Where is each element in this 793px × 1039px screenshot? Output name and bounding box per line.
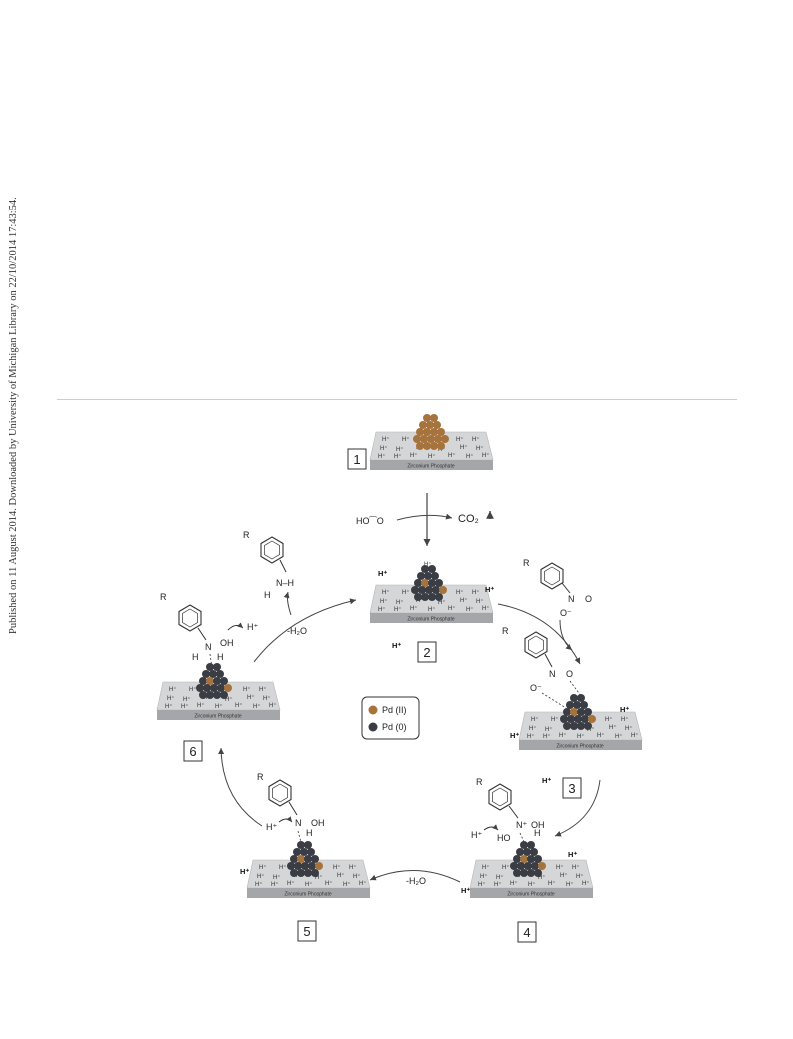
- arrow-product-out: [283, 591, 292, 616]
- stage-5-number: 5: [303, 924, 310, 939]
- svg-text:N–H: N–H: [276, 578, 294, 588]
- stage-4-number: 4: [523, 925, 530, 940]
- svg-text:O: O: [585, 594, 592, 604]
- stage-1-number: 1: [353, 452, 360, 467]
- svg-text:O: O: [566, 669, 573, 679]
- pd0-swatch: [368, 722, 378, 732]
- stage-6-number: 6: [189, 744, 196, 759]
- water-loss-label-1: -H₂O: [287, 626, 307, 636]
- svg-text:N: N: [295, 818, 302, 828]
- svg-text:R: R: [476, 777, 483, 787]
- svg-text:H⁺: H⁺: [247, 622, 258, 632]
- stage-3: R N O O⁻ H⁺ H⁺ H⁺ 3: [502, 626, 643, 799]
- svg-text:O⁻: O⁻: [530, 683, 542, 693]
- svg-text:N: N: [568, 594, 575, 604]
- co2-label: CO₂: [458, 513, 479, 525]
- stage-2: H⁺ H⁺ H⁺ H⁺ 2: [369, 561, 494, 663]
- stage-3-number: 3: [568, 781, 575, 796]
- svg-text:N: N: [549, 669, 556, 679]
- svg-text:H: H: [192, 652, 199, 662]
- pd2-swatch: [368, 705, 378, 715]
- svg-text:OH: OH: [311, 818, 325, 828]
- svg-text:H: H: [264, 590, 271, 600]
- svg-text:OH: OH: [220, 638, 234, 648]
- svg-text:H⁺: H⁺: [485, 585, 494, 594]
- svg-text:H⁺: H⁺: [266, 822, 277, 832]
- svg-text:H: H: [306, 828, 313, 838]
- arrow-3-4: [554, 779, 601, 837]
- svg-text:H⁺: H⁺: [424, 561, 432, 568]
- arrow-6-2: [253, 598, 357, 663]
- svg-text:R: R: [243, 530, 250, 540]
- stage-5: R N OH H H⁺ H⁺ 5: [240, 772, 371, 942]
- arrow-nitro-in: [559, 619, 573, 651]
- svg-text:H: H: [217, 652, 224, 662]
- svg-text:H⁺: H⁺: [542, 776, 551, 785]
- stage-6: R N OH H H H⁺ 6: [156, 592, 281, 762]
- formic-acid-label: HO⁀O: [356, 515, 384, 526]
- svg-text:H⁺: H⁺: [392, 641, 401, 650]
- legend-pd0: Pd (0): [382, 722, 407, 732]
- svg-text:N⁺: N⁺: [516, 820, 527, 830]
- svg-text:HO: HO: [497, 833, 511, 843]
- svg-text:R: R: [160, 592, 167, 602]
- header-rule: [57, 399, 737, 400]
- svg-text:N: N: [205, 642, 212, 652]
- aniline-product: R N–H H: [243, 530, 294, 600]
- svg-text:H⁺: H⁺: [620, 705, 629, 714]
- legend-pd2: Pd (II): [382, 705, 407, 715]
- svg-text:H⁺: H⁺: [471, 830, 482, 840]
- svg-text:H⁺: H⁺: [568, 850, 577, 859]
- stage-4: R N⁺ OH HO H H⁺ H⁺ H⁺ 4: [461, 777, 594, 943]
- water-loss-label-2: -H₂O: [406, 876, 426, 886]
- nitroarene: R N O O⁻: [523, 558, 592, 618]
- svg-text:R: R: [523, 558, 530, 568]
- svg-text:H⁺: H⁺: [510, 731, 519, 740]
- stage-1: 1: [347, 414, 494, 471]
- arrow-2-3: [497, 603, 581, 665]
- legend: Pd (II) Pd (0): [361, 696, 420, 740]
- svg-text:O⁻: O⁻: [560, 608, 572, 618]
- svg-text:H⁺: H⁺: [378, 569, 387, 578]
- svg-text:H: H: [534, 828, 541, 838]
- arrow-5-6: [218, 747, 263, 827]
- svg-text:R: R: [502, 626, 509, 636]
- arrow-4-5: [369, 870, 461, 883]
- stage-2-number: 2: [423, 645, 430, 660]
- svg-text:H⁺: H⁺: [240, 867, 249, 876]
- svg-text:OH: OH: [531, 820, 545, 830]
- svg-text:H⁺: H⁺: [461, 886, 470, 895]
- reduction-arrow: HO⁀O CO₂: [356, 493, 494, 546]
- svg-text:R: R: [257, 772, 264, 782]
